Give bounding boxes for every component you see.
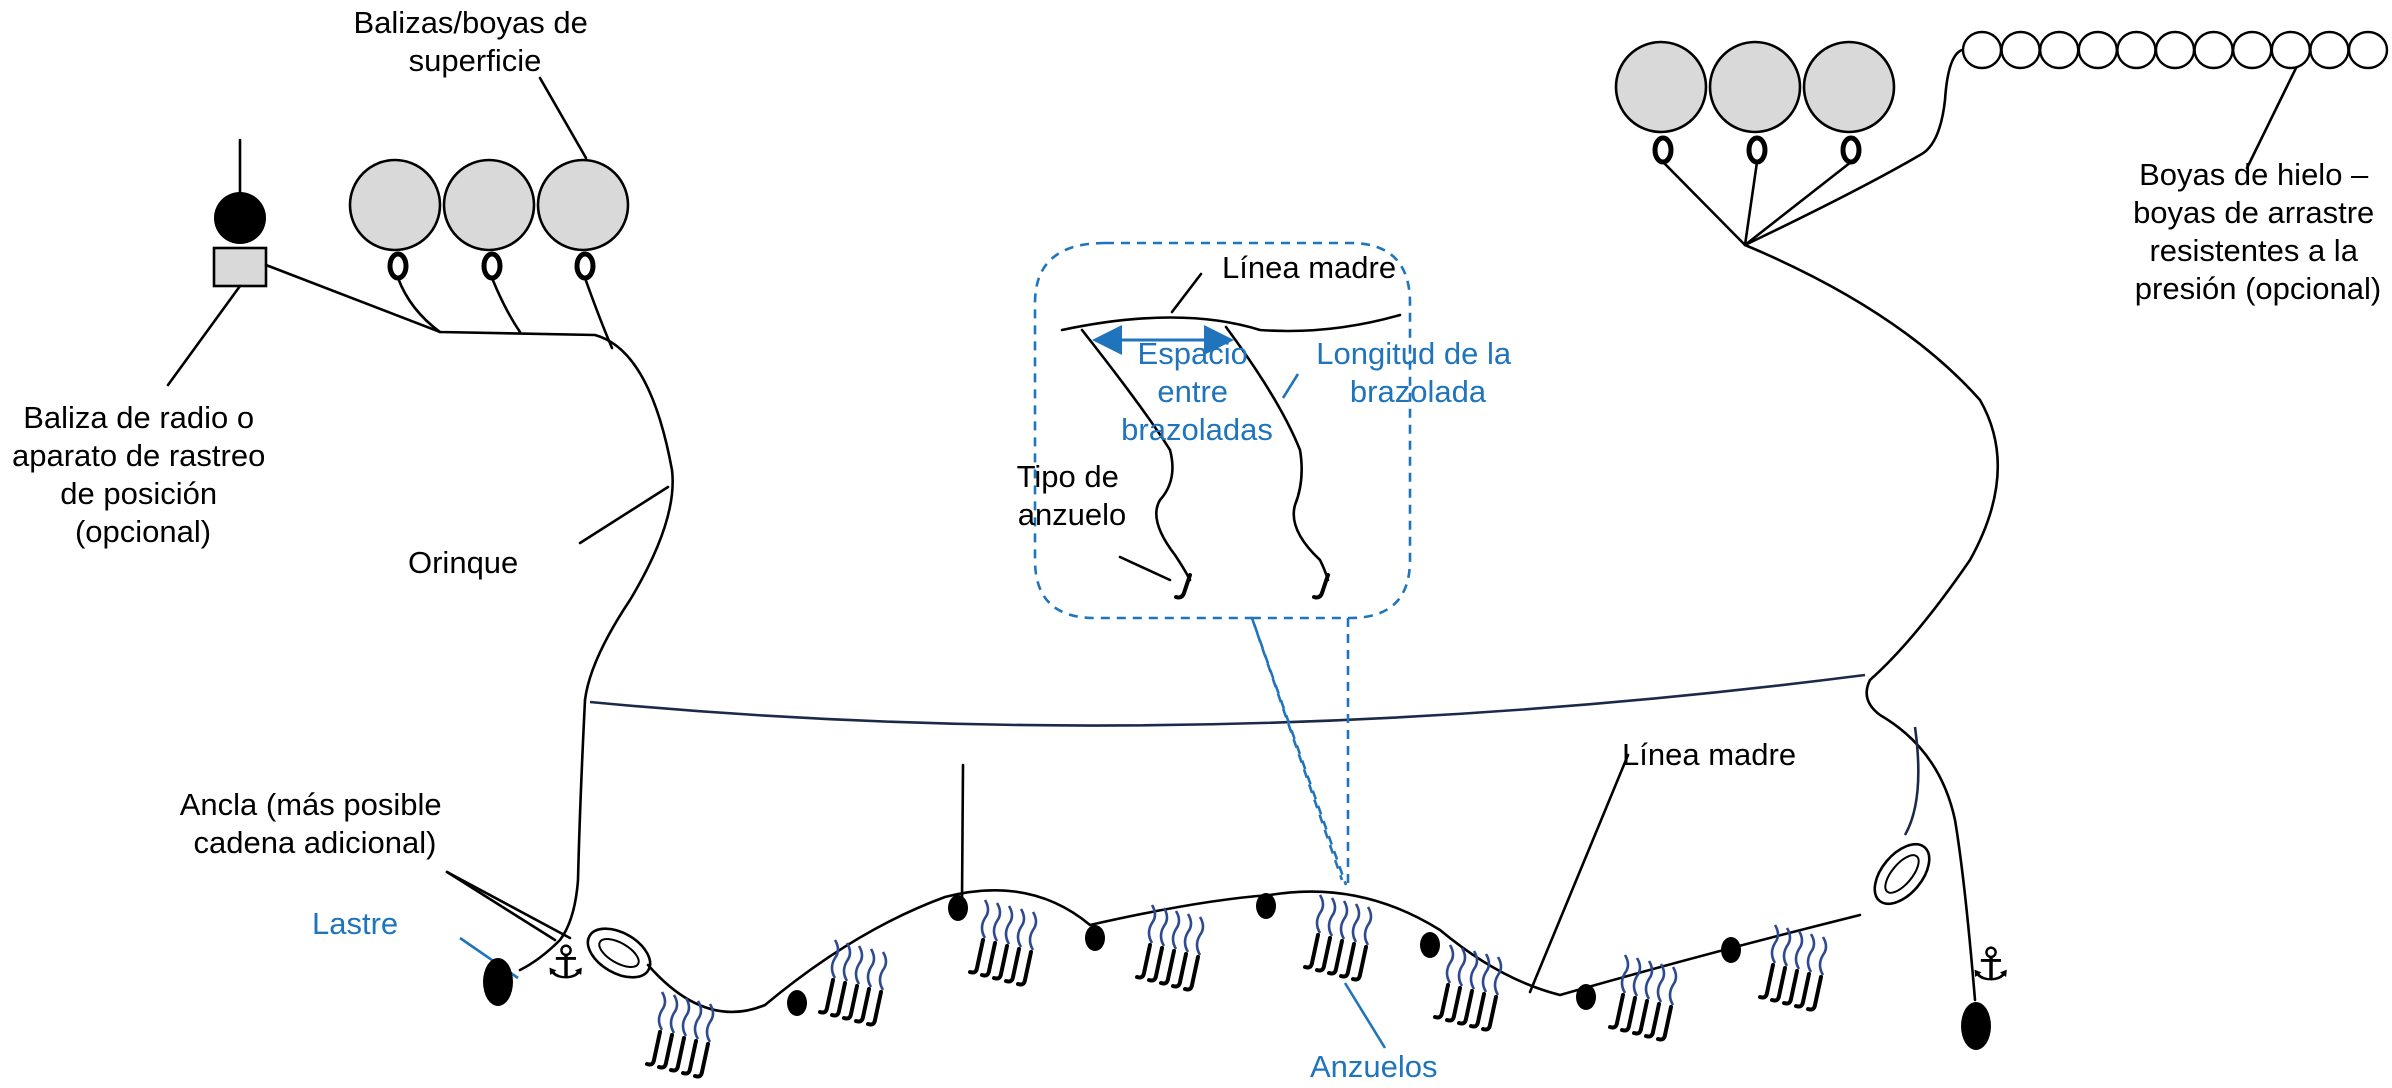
buoy-ring-2 bbox=[481, 251, 503, 281]
hook-set-4 bbox=[1135, 903, 1205, 992]
swivel-right bbox=[1873, 842, 1931, 906]
anchor-label: Ancla (más posible cadena adicional) bbox=[180, 787, 451, 860]
inset-mainline-label: Línea madre bbox=[1222, 250, 1396, 285]
ballast-weight-left bbox=[483, 958, 513, 1006]
hooks-leader bbox=[1343, 982, 1387, 1049]
ice-buoy bbox=[2154, 30, 2196, 70]
surface-buoy-6 bbox=[1802, 40, 1896, 134]
anchor-icon-left: ⚓ bbox=[545, 935, 586, 989]
subsurface-line bbox=[589, 673, 1866, 727]
mainline-weight-5 bbox=[1420, 932, 1440, 958]
radio-beacon-ball bbox=[214, 192, 266, 244]
ice-buoys-label: Boyas de hielo – boyas de arrastre resis… bbox=[2133, 157, 2383, 306]
buoy-ring-3 bbox=[574, 251, 596, 281]
inset-mainline bbox=[1060, 313, 1402, 333]
ice-buoy-chain bbox=[1961, 30, 2389, 70]
surface-buoy-4 bbox=[1614, 40, 1708, 134]
hook-set-1 bbox=[645, 990, 715, 1079]
mainline-weight-4 bbox=[1256, 893, 1276, 919]
hooks-label: Anzuelos bbox=[1310, 1049, 1438, 1084]
surface-buoy-3 bbox=[536, 158, 630, 252]
buoy-ring-6 bbox=[1840, 135, 1862, 165]
ice-buoy bbox=[2000, 30, 2041, 70]
swivel-right-inner bbox=[1884, 854, 1920, 894]
ice-buoy bbox=[2193, 30, 2234, 70]
ice-buoy bbox=[2270, 30, 2312, 70]
hook-type-label: Tipo de anzuelo bbox=[1017, 459, 1128, 532]
ice-buoy bbox=[2231, 30, 2273, 70]
hook-set-5 bbox=[1303, 893, 1373, 982]
mainline-weight-7 bbox=[1721, 937, 1741, 963]
inset-mainline-leader bbox=[1170, 272, 1203, 314]
mainline-label: Línea madre bbox=[1622, 737, 1796, 772]
ballast-label: Lastre bbox=[312, 906, 398, 941]
hook-set-2 bbox=[818, 938, 888, 1027]
buoy-bridle-2 bbox=[490, 276, 522, 334]
right-navy-line bbox=[1903, 726, 1920, 836]
dropper-line bbox=[960, 763, 965, 902]
inset-pointer-left bbox=[1250, 617, 1344, 881]
buoy-ring-4 bbox=[1652, 135, 1674, 165]
ice-buoy bbox=[1961, 30, 2003, 70]
buoy-ring-1 bbox=[387, 251, 409, 281]
inset-border-left bbox=[1033, 241, 1252, 620]
anchor-leader-1 bbox=[445, 870, 572, 940]
surface-buoy-5 bbox=[1708, 40, 1802, 134]
ice-buoy bbox=[2309, 30, 2350, 70]
anchor-leader-2 bbox=[445, 870, 557, 942]
mainline bbox=[646, 888, 1862, 1014]
mainline-weight-2 bbox=[948, 895, 968, 921]
radio-beacon-leader bbox=[166, 284, 242, 387]
hook-set-3 bbox=[968, 898, 1038, 987]
ice-buoy bbox=[2116, 30, 2157, 70]
radio-beacon-box bbox=[212, 246, 268, 288]
inset-border-right bbox=[1105, 241, 1412, 886]
ice-buoys-leader bbox=[2245, 66, 2298, 170]
buoy-line-label: Orinque bbox=[408, 545, 518, 580]
buoy-line-top bbox=[264, 263, 674, 702]
surface-buoy-1 bbox=[348, 158, 442, 252]
buoy-line-bottom bbox=[518, 698, 587, 972]
ice-buoy bbox=[2038, 30, 2080, 70]
mainline-leader bbox=[1528, 753, 1630, 994]
inset-hook-1 bbox=[1174, 573, 1192, 600]
inset-callout bbox=[1033, 241, 1412, 886]
branch-spacing-label: Espacio entre brazoladas bbox=[1121, 336, 1273, 447]
mainline-weight-6 bbox=[1576, 984, 1596, 1010]
buoy-line-leader bbox=[578, 485, 670, 545]
inset-branch-1 bbox=[1080, 328, 1192, 582]
branch-length-label: Longitud de la brazolada bbox=[1316, 336, 1519, 409]
branch-length-leader bbox=[1281, 373, 1300, 399]
right-surface-group: ⚓ bbox=[1614, 30, 2389, 1050]
left-surface-group bbox=[212, 138, 674, 972]
anchor-icon-right: ⚓ bbox=[1970, 937, 2011, 991]
mainline-weight-1 bbox=[787, 990, 807, 1016]
inset-branch-2 bbox=[1224, 325, 1330, 582]
buoy-bridle-1 bbox=[396, 276, 442, 334]
inset-hook-2 bbox=[1312, 573, 1330, 600]
ice-buoy-line bbox=[1743, 48, 1964, 247]
buoy-bridle-3 bbox=[583, 276, 614, 350]
ice-buoy bbox=[2347, 30, 2389, 70]
right-buoy-line bbox=[1743, 243, 2000, 1002]
radio-beacon-label: Baliza de radio o aparato de rastreo de … bbox=[12, 400, 274, 549]
ice-buoy bbox=[2077, 30, 2119, 70]
mainline-weight-3 bbox=[1085, 925, 1105, 951]
swivel-left bbox=[586, 927, 652, 979]
buoy-ring-5 bbox=[1746, 135, 1768, 165]
surface-buoys-leader bbox=[538, 76, 588, 160]
surface-buoy-2 bbox=[442, 158, 536, 252]
surface-buoys-label: Balizas/boyas de superficie bbox=[354, 5, 597, 78]
swivel-left-inner bbox=[598, 938, 640, 968]
ballast-weight-right bbox=[1961, 1002, 1991, 1050]
hook-set-7 bbox=[1608, 953, 1678, 1042]
right-bridles bbox=[1661, 160, 1853, 247]
hook-type-leader bbox=[1118, 555, 1172, 582]
hook-set-6 bbox=[1433, 943, 1503, 1032]
